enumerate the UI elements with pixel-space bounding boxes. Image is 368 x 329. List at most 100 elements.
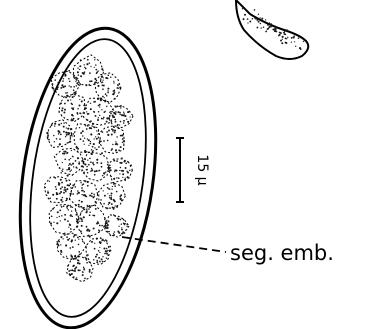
stipple-dot <box>268 26 270 28</box>
stipple-dot <box>106 257 107 258</box>
stipple-dot <box>79 270 81 272</box>
stipple-dot <box>82 130 84 132</box>
stipple-dot <box>107 140 109 142</box>
stipple-dot <box>272 28 274 30</box>
stipple-dot <box>109 197 111 199</box>
stipple-dot <box>68 165 69 166</box>
stipple-dot <box>59 193 61 195</box>
stipple-dot <box>114 216 115 217</box>
stipple-dot <box>70 205 71 206</box>
embryo-label: seg. emb. <box>230 241 334 265</box>
stipple-dot <box>247 22 248 23</box>
stipple-dot <box>90 153 92 155</box>
stipple-dot <box>107 92 109 94</box>
stipple-dot <box>78 244 80 246</box>
stipple-dot <box>105 93 107 95</box>
stipple-dot <box>66 127 67 128</box>
stipple-dot <box>114 92 115 93</box>
stipple-dot <box>52 208 54 210</box>
stipple-dot <box>82 241 84 243</box>
stipple-dot <box>58 111 59 112</box>
stipple-dot <box>78 238 79 239</box>
stipple-dot <box>70 270 71 271</box>
stipple-dot <box>113 234 115 236</box>
stipple-dot <box>126 225 127 226</box>
stipple-dot <box>118 83 120 85</box>
stipple-dot <box>68 209 69 210</box>
stipple-dot <box>117 84 118 85</box>
stipple-dot <box>84 144 85 145</box>
stipple-dot <box>93 259 95 261</box>
stipple-dot <box>55 186 57 188</box>
stipple-dot <box>249 21 251 23</box>
stipple-dot <box>123 141 125 143</box>
stipple-dot <box>97 119 99 121</box>
stipple-dot <box>109 246 111 248</box>
stipple-dot <box>99 106 100 107</box>
stipple-dot <box>261 18 263 20</box>
stipple-dot <box>83 172 85 174</box>
stipple-dot <box>66 256 67 257</box>
stipple-dot <box>129 116 130 117</box>
stipple-dot <box>100 99 102 101</box>
stipple-dot <box>65 189 67 191</box>
stipple-dot <box>105 217 106 218</box>
stipple-dot <box>112 129 113 130</box>
stipple-dot <box>66 153 68 155</box>
stipple-dot <box>104 253 106 255</box>
stipple-dot <box>285 38 287 40</box>
stipple-dot <box>74 234 76 236</box>
stipple-dot <box>106 131 108 133</box>
stipple-dot <box>112 93 114 95</box>
stipple-dot <box>94 59 95 60</box>
stipple-dot <box>70 86 72 88</box>
stipple-dot <box>71 211 72 212</box>
stipple-dot <box>75 279 76 280</box>
stipple-dot <box>79 221 80 222</box>
stipple-dot <box>60 188 62 190</box>
segmented-embryo <box>44 55 133 282</box>
stipple-dot <box>73 166 74 167</box>
stipple-dot <box>86 63 88 65</box>
stipple-dot <box>118 88 119 89</box>
stipple-dot <box>96 162 98 164</box>
stipple-dot <box>73 270 75 272</box>
stipple-dot <box>75 81 76 82</box>
stipple-dot <box>113 183 115 185</box>
stipple-dot <box>96 170 98 172</box>
stipple-dot <box>121 229 123 231</box>
stipple-dot <box>108 117 110 119</box>
stipple-dot <box>88 84 89 85</box>
stipple-dot <box>96 222 98 224</box>
stipple-dot <box>127 111 129 113</box>
stipple-dot <box>84 180 86 182</box>
stipple-dot <box>53 222 54 223</box>
stipple-dot <box>100 81 101 82</box>
stipple-dot <box>69 193 70 194</box>
stipple-dot <box>115 149 116 150</box>
stipple-dot <box>54 177 56 179</box>
stipple-dot <box>59 210 61 212</box>
stipple-dot <box>126 224 127 225</box>
stipple-dot <box>64 219 66 221</box>
stipple-dot <box>62 80 64 82</box>
stipple-dot <box>69 238 70 239</box>
stipple-dot <box>82 274 84 276</box>
stipple-dot <box>123 219 125 221</box>
stipple-dot <box>243 18 245 20</box>
stipple-dot <box>68 168 70 170</box>
stipple-dot <box>92 162 93 163</box>
stipple-dot <box>83 104 85 106</box>
stipple-dot <box>60 191 62 193</box>
stipple-dot <box>52 88 54 90</box>
stipple-dot <box>103 140 105 142</box>
stipple-dot <box>80 217 82 219</box>
stipple-dot <box>73 92 75 94</box>
stipple-dot <box>284 33 286 35</box>
stipple-dot <box>61 182 63 184</box>
stipple-dot <box>57 82 58 83</box>
stipple-dot <box>81 100 83 102</box>
stipple-dot <box>112 144 113 145</box>
stipple-dot <box>69 85 70 86</box>
